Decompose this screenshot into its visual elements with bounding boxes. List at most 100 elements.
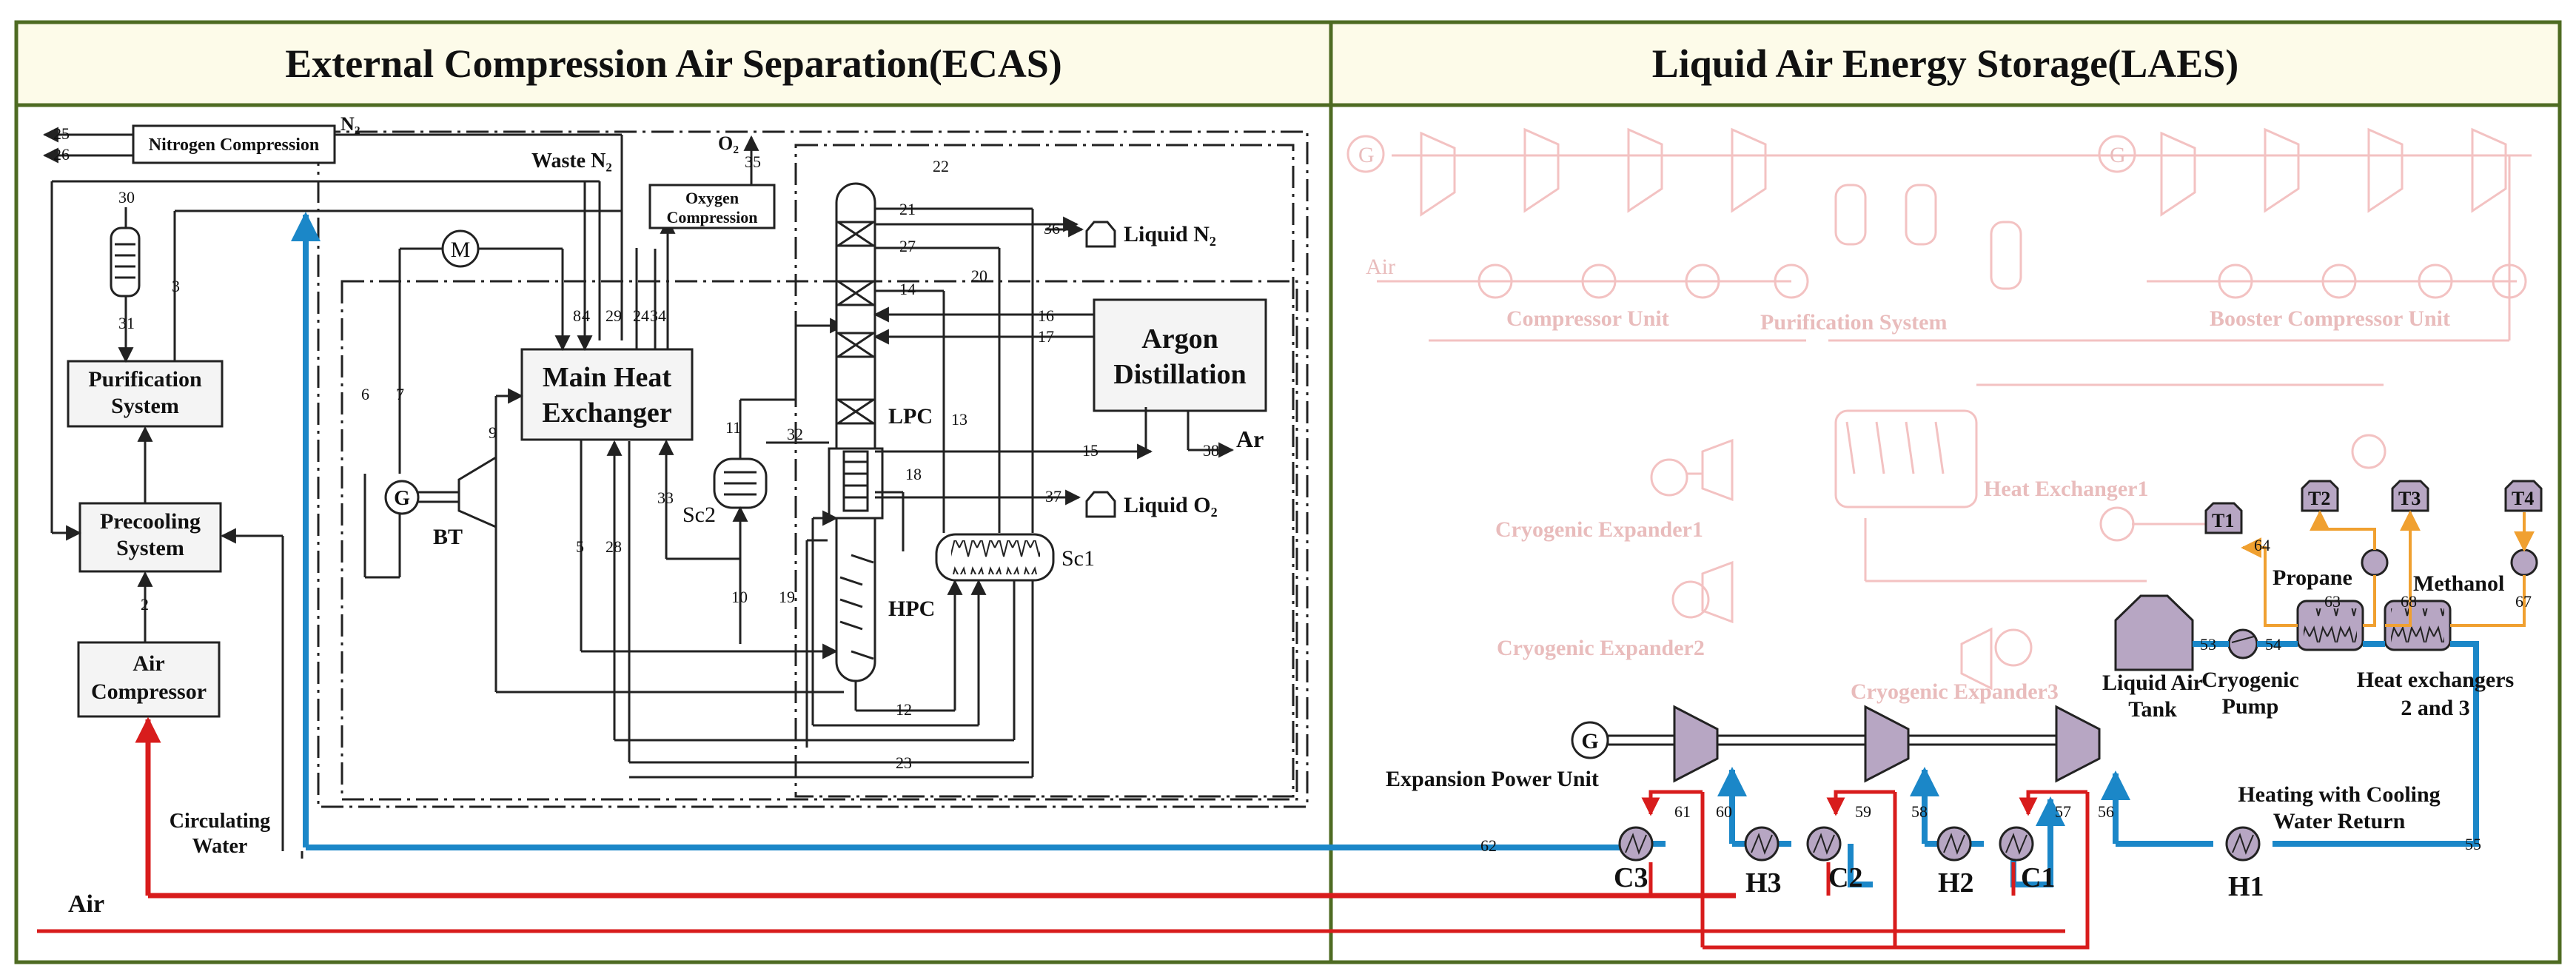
label-line: Exchanger (542, 397, 671, 429)
stream-number: 20 (971, 266, 987, 285)
stream-number: 15 (1082, 441, 1099, 460)
label-line: Main Heat (543, 362, 671, 393)
waste-n2-label: Waste N₂ (531, 150, 612, 172)
label-line: Precooling (100, 509, 201, 534)
label-line: Liquid Air (2102, 671, 2203, 695)
stream-number: 62 (1480, 836, 1497, 855)
liquid-n2-label: Liquid N₂ (1124, 222, 1216, 246)
laes-faded-section (1346, 127, 2532, 691)
expander-2 (1864, 705, 1910, 783)
t2-label: T2 (2308, 488, 2330, 509)
stream-number: 59 (1855, 802, 1871, 821)
distillation-column (835, 182, 876, 682)
stream-number: 60 (1716, 802, 1732, 821)
label-line: Oxygen (685, 189, 739, 207)
liquid-n2-tank-icon (1085, 221, 1116, 248)
faded-compressor-unit-label: Compressor Unit (1506, 306, 1669, 331)
outer-frame (14, 20, 2562, 964)
expansion-power-unit-label: Expansion Power Unit (1386, 767, 1599, 791)
cold-box-inner (341, 280, 1298, 801)
label-line: System (111, 394, 179, 418)
purification-box (67, 360, 224, 428)
column-box (794, 144, 1295, 798)
c3-label: C3 (1614, 862, 1648, 893)
stream-number: 68 (2401, 592, 2417, 611)
faded-purification-label: Purification System (1760, 310, 1947, 335)
stream-number: 23 (896, 753, 912, 772)
c1-label: C1 (2021, 862, 2055, 893)
air-compressor-box (77, 641, 221, 718)
label-line: Cryogenic (2201, 668, 2299, 692)
stream-number: 32 (787, 425, 803, 443)
label-line: Heat exchangers (2357, 668, 2514, 692)
stream-number: 31 (118, 314, 135, 332)
tank-t3-icon (2391, 480, 2429, 512)
t1-label: T1 (2212, 510, 2234, 531)
stream-number: 16 (1038, 306, 1054, 325)
stream-number: 9 (489, 423, 497, 442)
h2-label: H2 (1938, 867, 1974, 899)
nitrogen-compression-label: Nitrogen Compression (149, 135, 319, 155)
label-line: 2 and 3 (2401, 696, 2469, 720)
n2-label: N₂ (341, 113, 360, 135)
label-line: Pump (2222, 694, 2279, 719)
stream-number: 8 (573, 306, 581, 325)
lpc-label: LPC (888, 404, 933, 429)
stream-number: 30 (118, 188, 135, 207)
stream-number: 26 (53, 145, 70, 164)
cryogenic-pump-icon (2227, 628, 2258, 659)
stream-number: 7 (396, 385, 404, 403)
label-line: System (116, 536, 184, 560)
laes-header: Liquid Air Energy Storage(LAES) (1652, 41, 2239, 86)
tank-t1-icon (2204, 502, 2243, 534)
ecas-header: External Compression Air Separation(ECAS… (285, 41, 1062, 86)
stream-number: 29 (606, 306, 622, 325)
stream-number: 36 (1044, 219, 1060, 238)
stream-number: 53 (2200, 635, 2216, 654)
generator-g-icon (384, 480, 420, 515)
stream-number: 54 (2265, 635, 2281, 654)
stream-number: 55 (2465, 835, 2481, 853)
label-line: Water (192, 835, 248, 858)
h1-label: H1 (2228, 871, 2264, 902)
stream-number: 57 (2055, 802, 2071, 821)
h3-label: H3 (1745, 867, 1782, 899)
nitrogen-compression-box (132, 124, 336, 164)
ecas-air-label: Air (68, 890, 104, 918)
label-line: Compression (666, 208, 757, 226)
stream-number: 34 (650, 306, 666, 325)
stream-number: 5 (576, 537, 584, 556)
faded-air-label: Air (1366, 255, 1395, 279)
liquid-air-tank-icon (2114, 594, 2194, 671)
purifier-vessel-icon (110, 226, 141, 298)
heat-exchangers-2-3-label: Heat exchangers 2 and 3 (2357, 668, 2514, 720)
stream-number: 37 (1045, 487, 1061, 506)
faded-g-label-1: G (1358, 143, 1375, 167)
liquid-o2-label: Liquid O₂ (1124, 493, 1218, 517)
methanol-label: Methanol (2413, 571, 2504, 596)
faded-expander3-label: Cryogenic Expander3 (1851, 679, 2059, 704)
expander-3 (2055, 705, 2101, 783)
t3-label: T3 (2398, 488, 2421, 509)
stream-number: 13 (951, 410, 967, 429)
g-label: G (394, 487, 410, 510)
propane-pump-icon (2361, 548, 2389, 577)
t4-label: T4 (2512, 488, 2534, 509)
stream-number: 12 (896, 700, 912, 719)
